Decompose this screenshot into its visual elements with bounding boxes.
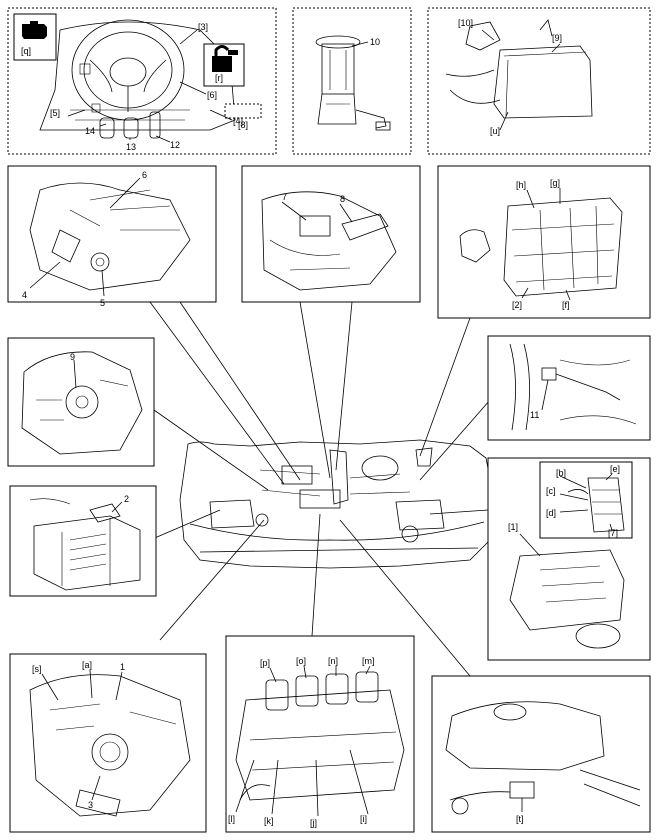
panel-fuel-pump: 10 <box>292 7 412 155</box>
label-11: 11 <box>530 410 539 420</box>
label-q: [q] <box>21 46 31 56</box>
label-5-bracket: [5] <box>50 108 60 118</box>
label-d: [d] <box>546 508 556 518</box>
panel-ignition-coils: [p] [o] [n] [m] [l] [k] [j] [i] <box>225 635 415 833</box>
connector-inset <box>539 461 633 539</box>
label-t: [t] <box>516 814 524 824</box>
label-12: 12 <box>170 140 180 150</box>
label-j: [j] <box>310 818 317 828</box>
panel-sensors-7-8: 7 8 <box>241 165 421 303</box>
label-u: [u] <box>490 126 500 136</box>
engine-bay-main <box>179 439 495 569</box>
panel-sensor-9: 9 <box>7 337 155 467</box>
panel-reservoir: [t] <box>431 675 651 833</box>
label-9: 9 <box>70 352 75 362</box>
padlock-icon <box>212 45 238 72</box>
label-10: 10 <box>370 37 380 47</box>
label-k: [k] <box>264 816 274 826</box>
panel-throttle-body: [s] [a] 1 3 <box>9 653 207 833</box>
label-1-bracket: [1] <box>508 522 518 532</box>
label-l: [l] <box>228 814 235 824</box>
label-1: 1 <box>120 662 125 672</box>
panel-engine-top-left: 6 4 5 <box>7 165 217 308</box>
label-f: [f] <box>562 300 570 310</box>
label-7-bracket: [7] <box>608 528 618 538</box>
label-r: [r] <box>215 73 223 83</box>
label-8-bracket: [8] <box>238 120 248 130</box>
label-e: [e] <box>610 464 620 474</box>
label-4: 4 <box>22 290 27 300</box>
label-g: [g] <box>550 178 560 188</box>
label-n: [n] <box>328 656 338 666</box>
label-3: 3 <box>88 800 93 810</box>
label-s: [s] <box>32 664 42 674</box>
label-8: 8 <box>340 194 345 204</box>
panel-module-connector: [b] [c] [e] [d] [7] [1] <box>487 457 651 661</box>
panel-evap-canister: [10] [9] [u] <box>427 7 651 155</box>
panel-sensor-11: 11 <box>487 335 651 441</box>
panel-relay-box: [h] [g] [2] [f] <box>437 165 651 319</box>
label-m: [m] <box>362 656 375 666</box>
label-a: [a] <box>82 660 92 670</box>
panel-dashboard: [3] [q] [r] [5] [6] [4] [8] 14 13 12 <box>7 7 277 155</box>
label-4-bracket: [4] <box>233 116 243 126</box>
label-i: [i] <box>360 814 367 824</box>
label-o: [o] <box>296 656 306 666</box>
label-2: 2 <box>124 494 129 504</box>
label-h: [h] <box>516 180 526 190</box>
panel-ecm: 2 <box>9 485 157 597</box>
label-9-bracket: [9] <box>552 33 562 43</box>
label-10-bracket: [10] <box>458 18 473 28</box>
label-2-bracket: [2] <box>512 300 522 310</box>
label-c: [c] <box>546 486 556 496</box>
label-p: [p] <box>260 658 270 668</box>
label-13: 13 <box>126 142 136 152</box>
label-6-bracket: [6] <box>207 90 217 100</box>
leader-lines <box>149 301 491 677</box>
label-7: 7 <box>282 192 287 202</box>
label-3-bracket: [3] <box>198 22 208 32</box>
label-6: 6 <box>142 170 147 180</box>
check-engine-icon <box>22 21 47 39</box>
label-b: [b] <box>556 468 566 478</box>
label-5: 5 <box>100 298 105 308</box>
label-14: 14 <box>85 126 95 136</box>
